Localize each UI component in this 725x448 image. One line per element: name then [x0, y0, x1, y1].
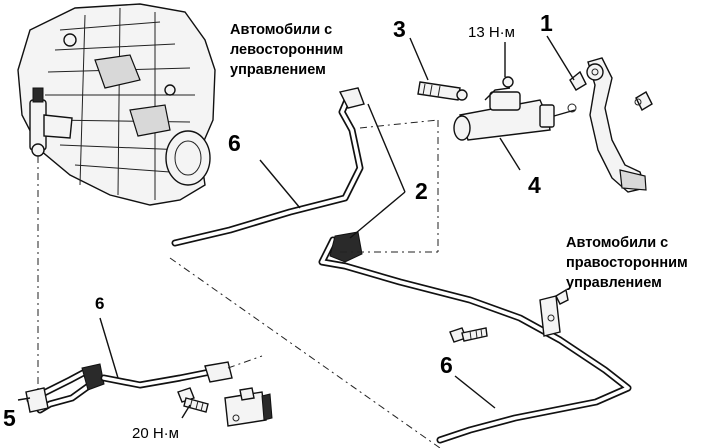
rhd-pipe-illustration [318, 231, 632, 444]
rhd-bolt-illustration [449, 327, 488, 343]
callout-2: 2 [415, 178, 428, 204]
callout-1: 1 [540, 10, 553, 36]
callout-5: 5 [3, 405, 16, 431]
bolt-illustration [177, 387, 209, 413]
rhd-caption: Автомобили с правосторонним управлением [566, 233, 688, 293]
master-cylinder-illustration [453, 76, 576, 141]
torque-master-cylinder: 13 Н·м [468, 24, 515, 41]
rhd-caption-line-3: управлением [566, 275, 662, 291]
callout-4: 4 [528, 172, 541, 198]
rhd-caption-line-1: Автомобили с [566, 235, 669, 251]
callout-6-lower-right: 6 [440, 352, 453, 378]
lhd-caption-line-1: Автомобили с [230, 22, 333, 38]
rhd-bracket-illustration [539, 288, 569, 337]
clutch-pedal-illustration [567, 57, 653, 193]
slave-cylinder-illustration [29, 87, 73, 157]
callout-6-lower-left: 6 [95, 294, 105, 313]
rhd-caption-line-2: правосторонним [566, 255, 688, 271]
torque-slave-cylinder: 20 Н·м [132, 425, 179, 442]
callout-3: 3 [393, 16, 406, 42]
lhd-caption: Автомобили с левосторонним управлением [230, 20, 343, 80]
pushrod-illustration [417, 81, 468, 101]
pipe-bracket-illustration [224, 387, 273, 427]
transmission-illustration [17, 3, 216, 206]
lhd-caption-line-3: управлением [230, 62, 326, 78]
lhd-caption-line-2: левосторонним [230, 42, 344, 58]
callout-6-upper: 6 [228, 130, 241, 156]
lhd-pipe-illustration [171, 87, 365, 247]
lower-pipe-illustration [25, 355, 263, 414]
leader-lines [17, 35, 575, 419]
